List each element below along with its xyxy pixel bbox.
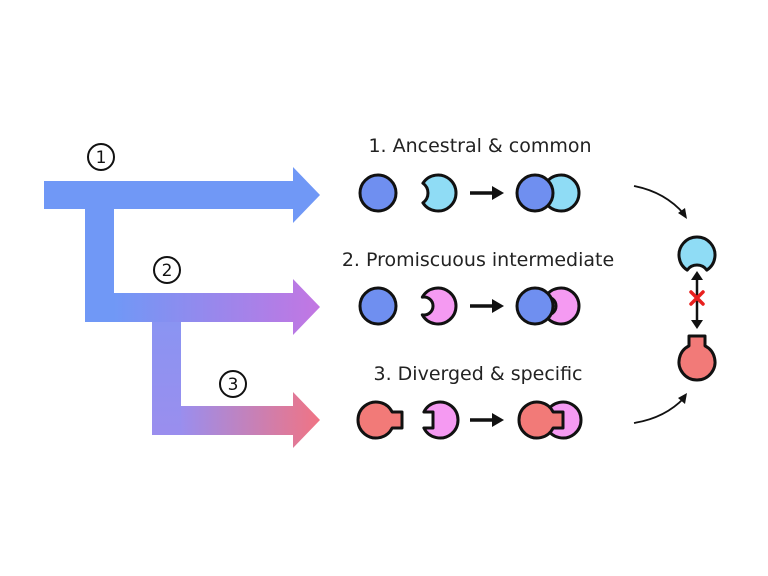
curved-arrow-bottom <box>633 397 685 424</box>
red-x-icon <box>689 290 705 306</box>
stage-marker-1-text: 1 <box>96 148 107 168</box>
stage-marker-2-text: 2 <box>162 261 173 281</box>
red-protein-isolated <box>677 334 717 382</box>
stage-marker-1: 1 <box>87 143 115 171</box>
cyan-partner-isolated <box>677 235 717 272</box>
stage-label-2: 2. Promiscuous intermediate <box>342 249 614 271</box>
pink-partner-bound <box>543 286 581 326</box>
double-arrow-head-down <box>691 320 703 329</box>
blue-protein <box>358 173 398 213</box>
blue-protein <box>358 286 398 326</box>
stage-marker-3-text: 3 <box>228 375 239 395</box>
cyan-partner <box>421 173 458 213</box>
lineage-arrow-2 <box>114 279 320 335</box>
reaction-arrow-3-head <box>492 413 504 427</box>
stage-label-1: 1. Ancestral & common <box>368 135 591 157</box>
lineage-arrow-3 <box>181 392 320 448</box>
pink-partner <box>422 400 460 440</box>
red-protein-bound <box>517 400 565 440</box>
double-arrow-head-up <box>691 271 703 280</box>
red-protein <box>356 400 404 440</box>
pink-partner <box>420 286 458 326</box>
curved-arrow-bottom-head <box>678 393 687 404</box>
lineage-stem-2 <box>152 322 181 435</box>
blue-protein-bound <box>515 173 555 213</box>
curved-arrow-top-head <box>678 208 687 219</box>
blue-protein-bound <box>515 286 555 326</box>
curved-arrow-top <box>633 185 685 215</box>
stage-label-3: 3. Diverged & specific <box>374 363 583 385</box>
stage-marker-2: 2 <box>153 256 181 284</box>
reaction-arrow-1-head <box>492 186 504 200</box>
reaction-arrow-2-head <box>492 299 504 313</box>
stage-marker-3: 3 <box>219 370 247 398</box>
lineage-arrows <box>44 167 320 448</box>
lineage-arrow-1 <box>44 167 320 223</box>
